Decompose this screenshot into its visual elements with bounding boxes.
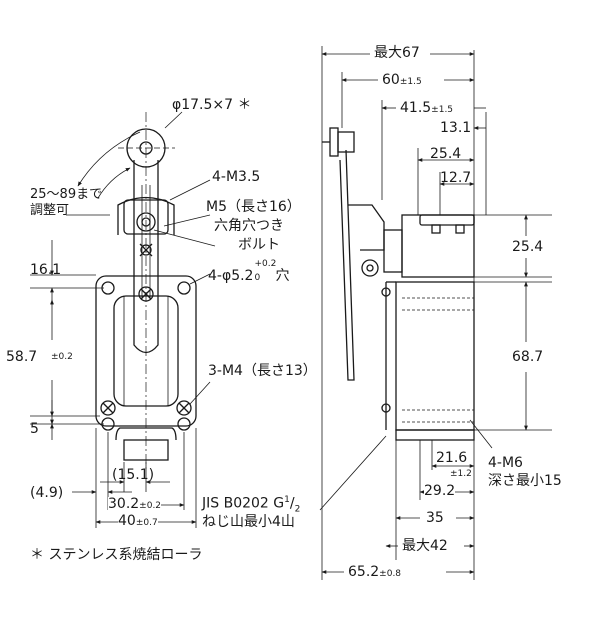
hub-bolt: [136, 212, 156, 232]
hole-label: 4-φ5.2+0.2 0 穴: [208, 260, 290, 284]
tol-0-2-a: ±0.2: [51, 352, 73, 362]
screw-3m4-label: 3-M4（長さ13）: [208, 363, 317, 379]
side-dimension-lines: [319, 46, 552, 580]
dim-58-7: 58.7: [6, 349, 38, 365]
note-label: ＊ ステンレス系焼結ローラ: [30, 547, 203, 563]
mount-hole-br: [177, 417, 191, 431]
dim-16-1: 16.1: [30, 262, 62, 278]
dim-15-1: (15.1): [112, 467, 155, 483]
screw-4m35-label: 4-M3.5: [212, 169, 261, 185]
front-view: [95, 112, 197, 470]
front-dimension-lines: [30, 111, 216, 528]
dim-4-9: (4.9): [30, 485, 64, 501]
jis-label-1: JIS B0202 G1/2: [202, 495, 301, 515]
screw-right: [176, 400, 192, 416]
side-body: [395, 281, 475, 431]
dim-5: 5: [30, 421, 39, 437]
dim-max42: 最大42: [402, 538, 448, 554]
m6-label-1: 4-M6: [488, 455, 523, 471]
screw-top: [138, 286, 154, 302]
angle-range-label-1: 25～89まで: [30, 187, 103, 202]
hole-suffix: 穴: [275, 268, 290, 284]
hole-prefix: 4-φ5.2: [208, 268, 254, 284]
jis-label-2: ねじ山最小4山: [202, 514, 295, 530]
dim-25-4-vertical: 25.4: [512, 239, 544, 255]
dim-60: 60±1.5: [382, 72, 422, 88]
bolt-label-1: M5（長さ16）: [206, 199, 301, 215]
dim-41-5: 41.5±1.5: [400, 100, 454, 116]
bolt-label-3: ボルト: [238, 237, 280, 253]
screw-left: [100, 400, 116, 416]
dim-29-2: 29.2: [424, 483, 456, 499]
angle-range-label-2: 調整可: [30, 203, 70, 218]
side-bolt: [361, 259, 379, 277]
hole-tol-dn: 0: [254, 273, 261, 283]
bolt-label-2: 六角穴つき: [214, 218, 284, 234]
dim-40: 40±0.7: [118, 513, 158, 529]
hole-tol-up: +0.2: [254, 259, 277, 269]
dim-30-2: 30.2±0.2: [108, 496, 162, 512]
dim-68-7: 68.7: [512, 349, 544, 365]
m6-label-2: 深さ最小15: [488, 473, 562, 489]
dim-13-1: 13.1: [440, 120, 472, 136]
dim-max67: 最大67: [374, 45, 420, 61]
dim-12-7: 12.7: [440, 170, 472, 186]
dim-35: 35: [426, 510, 444, 526]
tol-1-2: ±1.2: [450, 469, 472, 479]
dim-65-2: 65.2±0.8: [348, 564, 402, 580]
body-flange: [95, 275, 197, 427]
head-block: [117, 196, 175, 235]
dim-25-4-horizontal: 25.4: [430, 146, 462, 162]
dim-21-6: 21.6: [436, 450, 468, 466]
mount-hole-tr: [177, 281, 191, 295]
roller-dim-label: φ17.5×7 ＊: [172, 97, 252, 113]
